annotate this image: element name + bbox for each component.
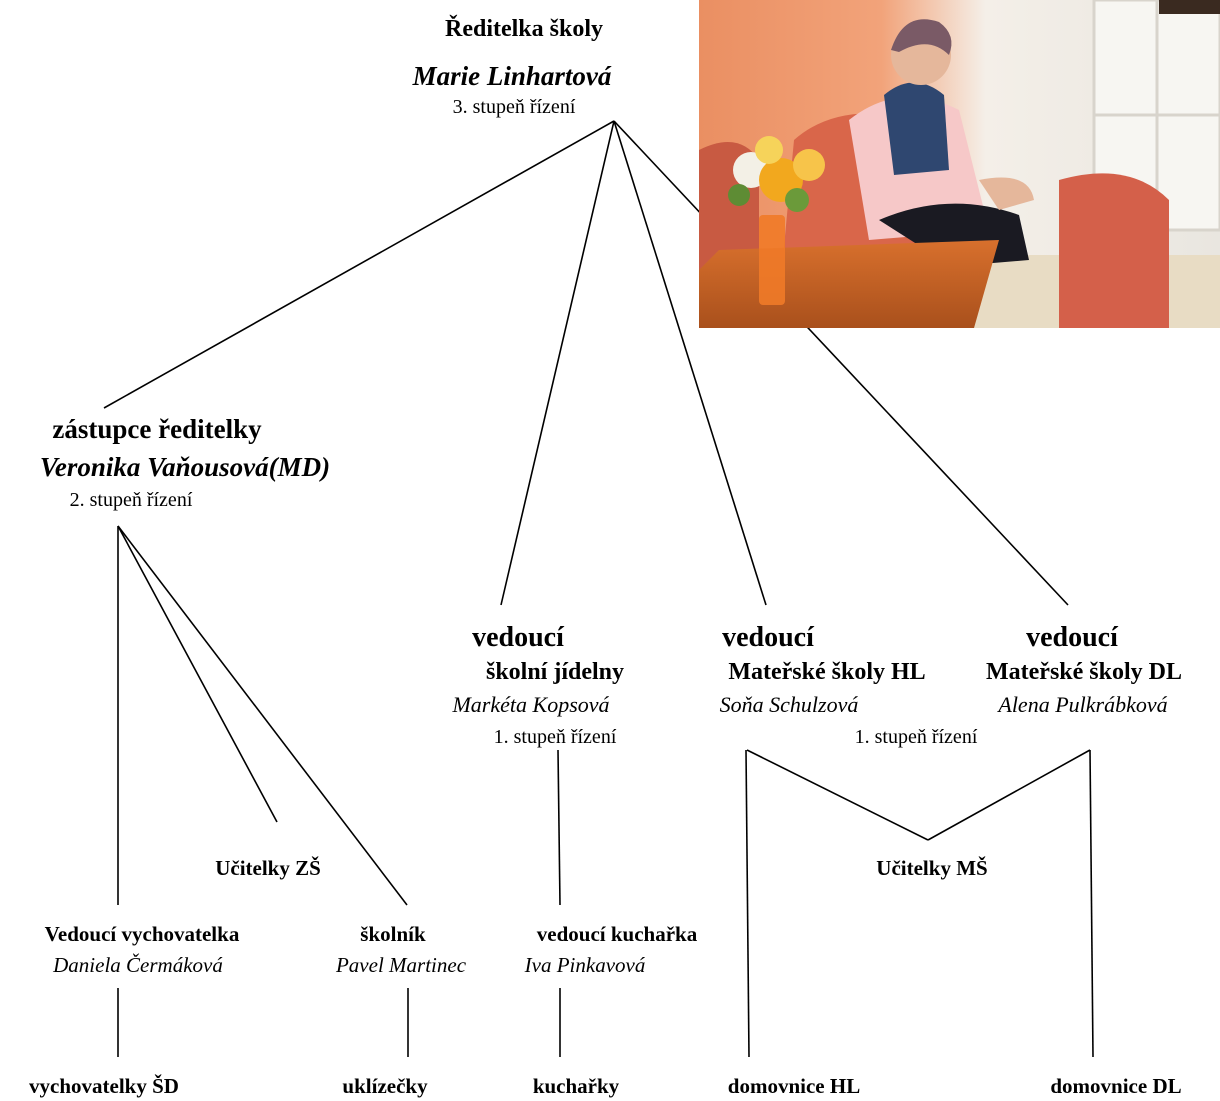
educators-sd: vychovatelky ŠD — [29, 1074, 179, 1098]
head-educator-title: Vedoucí vychovatelka — [44, 922, 240, 946]
kindergarten-hl-head-title: vedoucí — [722, 622, 814, 653]
director-title: Ředitelka školy — [444, 16, 604, 42]
teachers-zs: Učitelky ZŠ — [215, 856, 321, 880]
connector-deputy-janitor — [117, 525, 408, 906]
connector-director-canteen — [500, 120, 615, 606]
connector-canteen-head-cook — [557, 749, 561, 906]
connector-deputy-teachers-zs — [117, 525, 278, 823]
cooks: kuchařky — [532, 1074, 620, 1098]
kindergarten-dl-head-title: vedoucí — [1026, 622, 1118, 653]
canteen-head-level: 1. stupeň řízení — [493, 726, 617, 748]
deputy-name: Veronika Vaňousová(MD) — [39, 452, 331, 482]
head-cook-title: vedoucí kuchařka — [536, 922, 698, 946]
kindergarten-dl-head-name: Alena Pulkrábková — [998, 692, 1168, 717]
housekeeper-dl: domovnice DL — [1050, 1074, 1182, 1098]
kindergarten-hl-head-subtitle: Mateřské školy HL — [728, 659, 926, 685]
kindergarten-hl-head-name: Soňa Schulzová — [719, 692, 859, 717]
deputy-title: zástupce ředitelky — [52, 414, 262, 444]
director-portrait-photo — [699, 0, 1220, 328]
connector-ms-hl-housekeeper — [745, 749, 750, 1058]
head-cook-name: Iva Pinkavová — [524, 953, 646, 977]
teachers-ms: Učitelky MŠ — [876, 856, 988, 880]
head-educator-name: Daniela Čermáková — [53, 953, 223, 977]
janitor-title: školník — [360, 922, 426, 946]
connector-ms-dl-teachers — [927, 749, 1091, 841]
canteen-head-subtitle: školní jídelny — [485, 659, 625, 685]
connector-director-deputy — [103, 120, 615, 409]
connector-director-ms-hl — [613, 120, 767, 606]
janitor-name: Pavel Martinec — [335, 953, 467, 977]
connector-ms-dl-housekeeper — [1089, 749, 1094, 1058]
deputy-level: 2. stupeň řízení — [69, 489, 193, 511]
kindergarten-dl-head-subtitle: Mateřské školy DL — [986, 659, 1182, 685]
kindergarten-level: 1. stupeň řízení — [854, 726, 978, 748]
connector-ms-hl-teachers — [746, 749, 929, 841]
canteen-head-title: vedoucí — [472, 622, 564, 653]
connector-director-ms-dl — [613, 120, 1069, 606]
director-level: 3. stupeň řízení — [452, 96, 576, 118]
cleaners: uklízečky — [342, 1074, 428, 1098]
canteen-head-name: Markéta Kopsová — [452, 692, 610, 717]
director-name: Marie Linhartová — [412, 61, 612, 91]
housekeeper-hl: domovnice HL — [727, 1074, 861, 1098]
